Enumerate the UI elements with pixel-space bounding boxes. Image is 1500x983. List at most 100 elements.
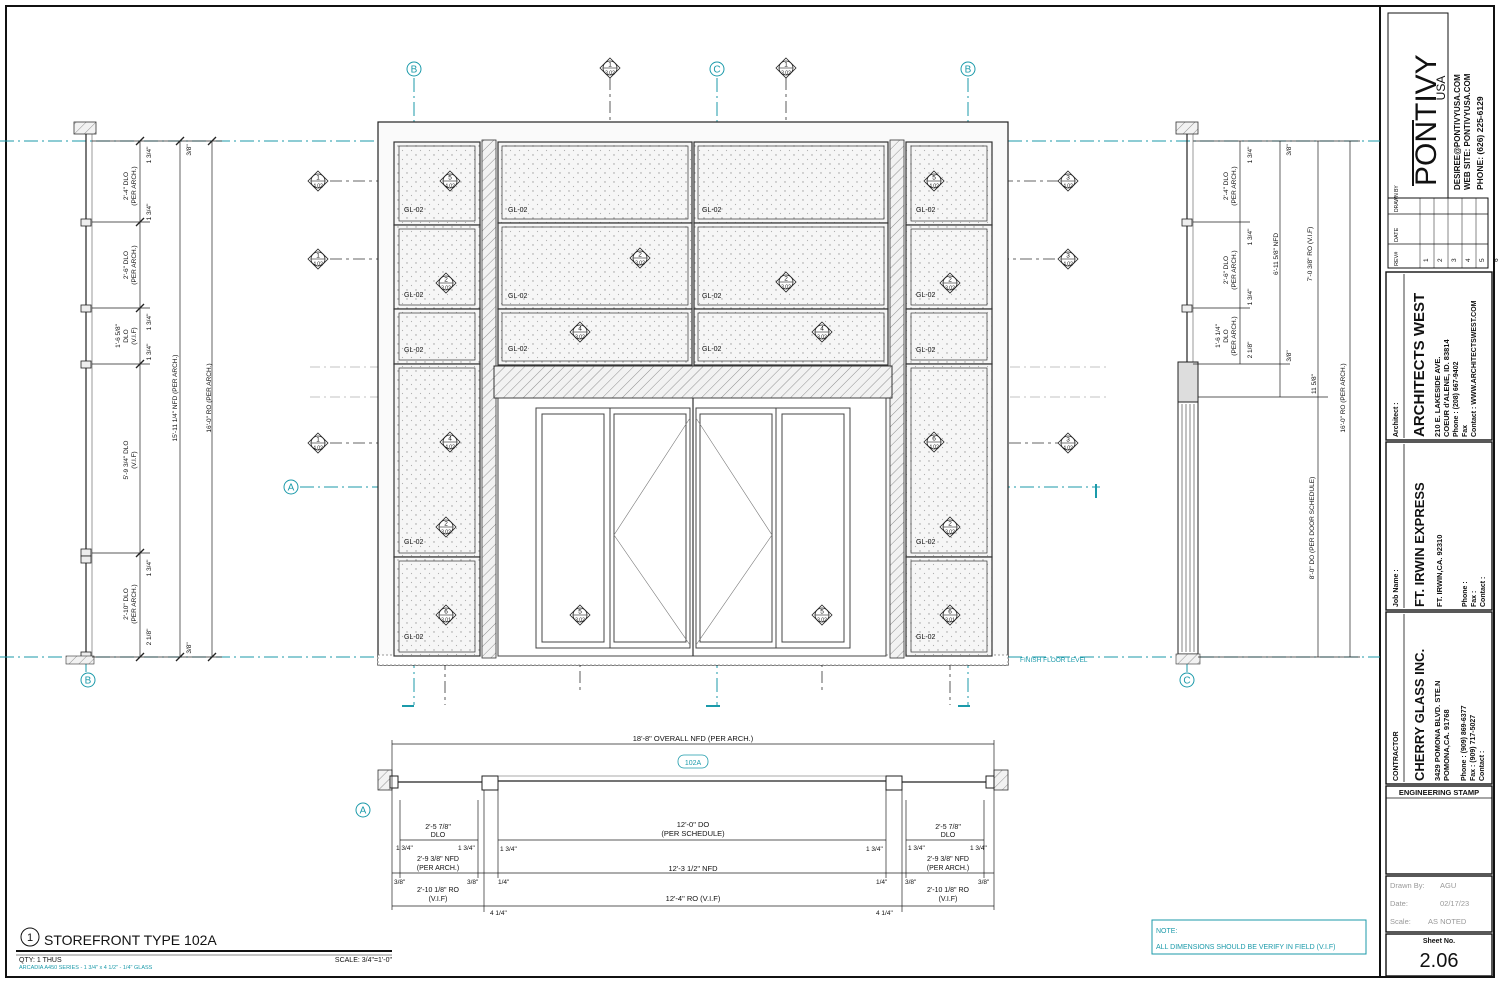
dim-label: 2'-9 3/8" NFD bbox=[417, 856, 459, 863]
svg-text:3: 3 bbox=[1066, 437, 1070, 444]
section-marker: 34.02 bbox=[1057, 170, 1079, 192]
section-marker: 54.02 bbox=[923, 170, 945, 192]
glass-tag: GL-02 bbox=[916, 292, 936, 299]
left-glass-column bbox=[393, 141, 481, 657]
section-marker: 23.02 bbox=[435, 516, 457, 538]
glass-tag: GL-02 bbox=[702, 293, 722, 300]
note-text: ALL DIMENSIONS SHOULD BE VERIFY IN FIELD… bbox=[1156, 944, 1335, 951]
section-marker: 14.02 bbox=[307, 248, 329, 270]
dim-label: (V.I.F) bbox=[131, 451, 138, 468]
dim-label: (PER ARCH.) bbox=[131, 584, 138, 623]
dim-label: 3/8" bbox=[905, 879, 917, 886]
dim-label: 6'-11 5/8" NFD bbox=[1273, 233, 1280, 275]
dim-label: (PER ARCH.) bbox=[1231, 250, 1238, 289]
glass-tag: GL-02 bbox=[404, 292, 424, 299]
job-fax: Fax : bbox=[1471, 591, 1478, 607]
svg-text:4.02: 4.02 bbox=[1063, 184, 1073, 190]
svg-text:4.02: 4.02 bbox=[929, 445, 939, 451]
door-swing-lines bbox=[613, 417, 773, 646]
dim-label: DLO bbox=[941, 832, 956, 839]
company-email: DESIREE@PONTIVYUSA.COM bbox=[1453, 74, 1462, 190]
dim-label: 2'-10 1/8" RO bbox=[417, 887, 460, 894]
dim-label: 2'-6" DLO bbox=[123, 251, 130, 279]
door-set bbox=[497, 397, 887, 657]
svg-text:A: A bbox=[360, 806, 367, 817]
job-label: Job Name : bbox=[1393, 569, 1400, 607]
dim-label: 1'-6 5/8" bbox=[115, 323, 122, 347]
section-marker: 53.02 bbox=[569, 604, 591, 626]
sheet-number: 2.06 bbox=[1420, 950, 1459, 972]
right-mullion bbox=[889, 139, 905, 659]
svg-text:1: 1 bbox=[784, 62, 788, 69]
svg-text:B: B bbox=[85, 676, 92, 687]
stamp-label: ENGINEERING STAMP bbox=[1399, 788, 1479, 797]
svg-text:5: 5 bbox=[820, 609, 824, 616]
contractor-name: CHERRY GLASS INC. bbox=[1412, 649, 1427, 781]
glass-tag: GL-02 bbox=[508, 346, 528, 353]
contractor-addr2: POMONA,CA. 91768 bbox=[1442, 709, 1451, 781]
svg-text:2: 2 bbox=[948, 521, 952, 528]
job-phone: Phone : bbox=[1462, 581, 1469, 607]
dim-label: DLO bbox=[431, 832, 446, 839]
dim-label: (PER ARCH.) bbox=[131, 166, 138, 205]
dim-label: 1 3/4" bbox=[1247, 288, 1254, 305]
svg-text:3.02: 3.02 bbox=[575, 618, 585, 624]
dim-label: 3/8" bbox=[1286, 350, 1293, 362]
left-mullion bbox=[481, 139, 497, 659]
svg-text:4: 4 bbox=[820, 326, 824, 333]
dim-label: 3/8" bbox=[394, 879, 406, 886]
dim-label: (V.I.F) bbox=[131, 327, 138, 344]
svg-text:1: 1 bbox=[608, 62, 612, 69]
svg-text:3.02: 3.02 bbox=[781, 71, 791, 77]
grid-bubble-c: C bbox=[1179, 672, 1195, 688]
svg-text:4.02: 4.02 bbox=[313, 262, 323, 268]
dim-label: 1 3/4" bbox=[146, 559, 153, 576]
svg-text:1: 1 bbox=[316, 175, 320, 182]
section-marker: 23.02 bbox=[939, 516, 961, 538]
dim-label: 1 3/4" bbox=[458, 845, 475, 852]
qty-label: QTY: 1 THUS bbox=[19, 957, 62, 964]
dim-label: 1 3/4" bbox=[1247, 146, 1254, 163]
svg-text:4.02: 4.02 bbox=[1063, 262, 1073, 268]
svg-text:6: 6 bbox=[948, 609, 952, 616]
dim-label: 18'-8" OVERALL NFD (PER ARCH.) bbox=[633, 734, 754, 743]
section-marker: 43.02 bbox=[569, 321, 591, 343]
sill bbox=[377, 654, 1009, 666]
dim-label: 3/8" bbox=[186, 642, 193, 654]
glass-tag: GL-02 bbox=[404, 207, 424, 214]
section-marker: 13.02 bbox=[775, 57, 797, 79]
contractor-fax: Fax : (909) 717-5027 bbox=[1470, 715, 1477, 781]
view-title: STOREFRONT TYPE 102A bbox=[44, 932, 217, 948]
svg-text:3: 3 bbox=[1066, 175, 1070, 182]
glass-tag: GL-02 bbox=[702, 207, 722, 214]
glass-tag: GL-02 bbox=[508, 293, 528, 300]
svg-text:1: 1 bbox=[316, 253, 320, 260]
dim-label: 2'-6" DLO bbox=[1223, 256, 1230, 284]
dim-label: 3/8" bbox=[467, 879, 479, 886]
svg-text:3.02: 3.02 bbox=[945, 286, 955, 292]
svg-text:3.02: 3.02 bbox=[817, 618, 827, 624]
svg-text:2: 2 bbox=[948, 277, 952, 284]
dim-label: 1 3/4" bbox=[146, 343, 153, 360]
grid-bubble-b: B bbox=[80, 672, 96, 688]
info-value: 02/17/23 bbox=[1440, 899, 1469, 908]
dim-label: 2'-5 7/8" bbox=[935, 824, 961, 831]
right-glass-column bbox=[905, 141, 993, 657]
svg-text:1: 1 bbox=[316, 437, 320, 444]
section-marker: 63.01 bbox=[435, 604, 457, 626]
sheet-border bbox=[5, 5, 1495, 978]
architect-addr2: COEUR d'ALENE, ID. 83814 bbox=[1442, 339, 1451, 437]
svg-text:102A: 102A bbox=[685, 760, 702, 767]
dim-label: 2'-9 3/8" NFD bbox=[927, 856, 969, 863]
svg-text:5: 5 bbox=[932, 175, 936, 182]
note-box bbox=[1151, 919, 1367, 955]
section-marker: 23.02 bbox=[629, 247, 651, 269]
dim-label: 1 3/4" bbox=[146, 203, 153, 220]
info-value: AS NOTED bbox=[1428, 917, 1467, 926]
glass-tag: GL-02 bbox=[404, 539, 424, 546]
svg-text:3.02: 3.02 bbox=[441, 286, 451, 292]
contractor-contact: Contact : bbox=[1479, 751, 1486, 781]
section-marker: 54.02 bbox=[439, 170, 461, 192]
dim-label: (PER ARCH.) bbox=[1231, 316, 1238, 355]
dim-label: DLO bbox=[123, 329, 130, 342]
